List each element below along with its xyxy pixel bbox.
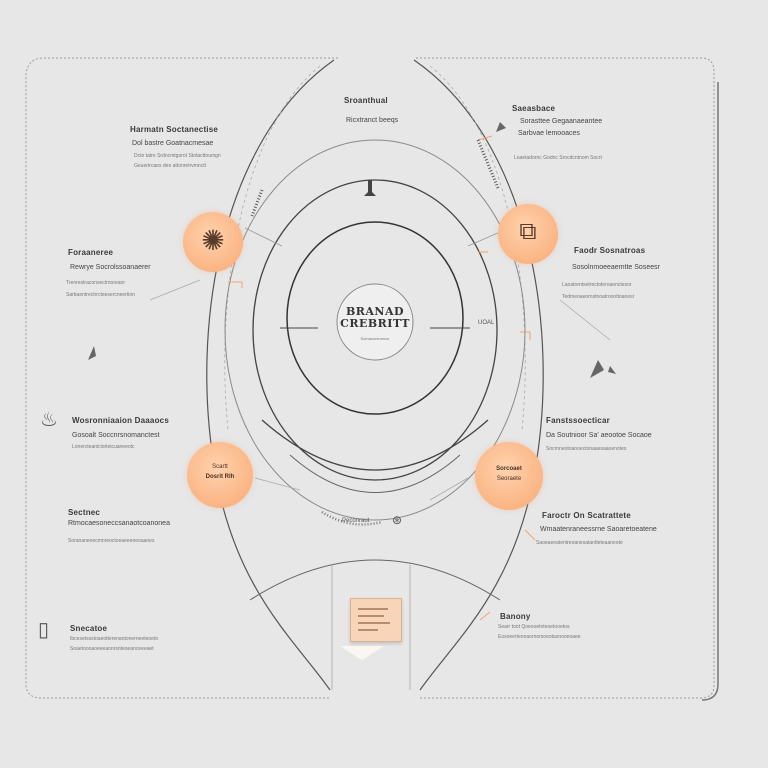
block-bottom-left-title: Snecatoe	[70, 624, 108, 633]
person-frame-icon: ⧉	[519, 218, 537, 245]
outer-frame-right	[416, 57, 715, 699]
connector-mid-right	[559, 299, 611, 341]
folder-icon: ▯	[38, 619, 50, 641]
arrowhead-top-right	[496, 122, 506, 132]
block-right-lower-line2: Socrnneotoanoectonaaesaaoenotes	[546, 446, 627, 452]
block-top-left-line3: Geuertrcaes deo attonretrvmnctt	[134, 163, 206, 169]
node-lower-left-line1: Scartt	[212, 464, 228, 470]
block-bottom-right-line1: Searr toot Qoeooetnteoetooetos	[498, 624, 570, 630]
document-line	[358, 629, 378, 631]
node-lower-right-line1: Sorcoaet	[496, 466, 522, 472]
block-left-mid-line2: Trenrestraconsectrnoreanr	[66, 280, 126, 286]
outer-arc-left	[206, 59, 335, 691]
document-line	[358, 615, 384, 617]
outer-frame-right-edge	[701, 82, 719, 701]
node-lower-right[interactable]: Sorcoaet Seoraete	[475, 442, 543, 510]
center-caption: Somacontonnce	[360, 336, 390, 342]
pointer-label: Peconraut	[342, 518, 370, 524]
block-bottom-right-line2: Eosoeerteonaornorsoeotasnooeoaee	[498, 634, 581, 640]
block-right-mid-title: Faodr Sosnatroas	[574, 246, 646, 255]
center-title-line1: BRANAD	[345, 305, 405, 318]
tick-orange-6	[477, 135, 493, 141]
center-title-line2: CREBRITT	[340, 317, 410, 331]
block-top-right-line3: Loaetadornc Godnc Srocdcntnom Socrt	[514, 155, 602, 161]
block-bottom-left-line1: Ibcesetssstoaeotterenantonerneeteoeto	[70, 636, 159, 642]
center-label: BRANAD CREBRITT Somacontonnce	[315, 305, 435, 342]
tick-orange-5	[479, 611, 491, 621]
tick-orange-2	[520, 331, 531, 340]
block-top-left-line1: Dol bastre Goatnacmesae	[132, 140, 214, 147]
connector-mid-left	[149, 279, 201, 301]
arrowhead-right-2	[608, 366, 616, 374]
block-left-bottom-title: Sectnec	[68, 508, 101, 517]
block-left-mid-title: Foraaneree	[68, 248, 114, 257]
block-right-lower-line1: Da Soutnioor Sa' aeootoe Socaoe	[546, 432, 652, 439]
block-top-right-line2: Sarbvae lemooaces	[518, 130, 580, 137]
outer-arc-right	[413, 59, 544, 691]
block-bottom-right-title: Banony	[500, 612, 531, 621]
block-top-left-line2: Dcte tatre Srdncmtgorot Stotacttoumgn	[134, 153, 221, 159]
block-right-bottom-line1: Wmaatenraneessrne Saoaretoeatene	[540, 526, 657, 533]
block-left-bottom-line2: Sorananeoecmnreoctoeaeeeoeoaanes	[68, 538, 155, 544]
document-card[interactable]	[350, 598, 402, 642]
tick-orange-4	[524, 529, 536, 541]
block-bottom-left-line2: Soaetoooaoeeeaonrsnteoeanceeeaet	[70, 646, 154, 652]
block-top-left-title: Harmatn Soctanectise	[130, 125, 219, 134]
ring-mid	[252, 179, 498, 481]
block-top-right-line1: Sorasttee Gegaanaeantee	[520, 118, 603, 125]
block-top-right-title: Saeasbace	[512, 104, 556, 113]
connector-low-left	[254, 477, 301, 491]
badge-icon: ⊛	[392, 513, 403, 527]
outer-arc-left-2	[224, 65, 321, 431]
block-left-mid-line3: Sarbaentrectrrcteesercneertion	[66, 292, 135, 298]
outer-frame-left	[25, 57, 338, 699]
block-right-lower-title: Fanstssoecticar	[546, 416, 610, 425]
node-top-right[interactable]: ⧉	[498, 204, 558, 264]
block-left-mid-line1: Rewrye Socrolssoanaerer	[70, 264, 151, 271]
connector-low-right	[429, 477, 469, 501]
document-line	[358, 608, 388, 610]
block-left-bottom-line1: Rtmocaesoneccsanaotcoanonea	[68, 520, 170, 527]
ring-outer	[224, 139, 526, 521]
block-right-bottom-title: Faroctr On Scatrattete	[542, 511, 631, 520]
lower-bowl-2	[289, 454, 461, 493]
node-lower-left-line2: Dosrit Rlh	[205, 474, 235, 480]
document-line	[358, 622, 390, 624]
top-label-line: Ricxtranct beeqs	[346, 117, 399, 124]
block-left-lower-title: Wosronniaaion Daaaocs	[72, 416, 169, 425]
ring-inner	[286, 221, 464, 415]
block-left-lower-line2: Lonercteaniciorteicuaneeotc	[72, 444, 135, 450]
node-lower-left[interactable]: Scartt Dosrit Rlh	[187, 442, 253, 508]
top-label-title: Sroanthual	[344, 96, 388, 105]
right-ring-label: UOAL	[478, 320, 495, 326]
block-left-lower-line1: Gosoalt Soccnrsnomanctest	[72, 432, 160, 439]
mortar-icon: ♨	[40, 409, 58, 431]
tick-orange-1	[228, 281, 243, 288]
node-top-left[interactable]: ✺	[183, 212, 243, 272]
block-right-mid-line3: Tedmeoaeornstnoatroonttoanesr	[562, 294, 635, 300]
arrowhead-right	[590, 360, 604, 378]
arrowhead-left	[88, 346, 96, 360]
connector-top-right	[467, 231, 501, 247]
block-right-mid-line1: Sosolnmoeeaemtte Soseesr	[572, 264, 660, 271]
brain-icon: ✺	[201, 225, 225, 256]
connector-top-left	[244, 227, 283, 247]
lower-bowl-1	[261, 419, 489, 471]
document-base	[340, 646, 384, 660]
pin-icon	[364, 180, 376, 196]
ring-core	[336, 283, 414, 361]
lower-bowl-3	[249, 559, 501, 601]
block-right-mid-line2: Laoatrentsetrectoteroaenctesor	[562, 282, 632, 288]
node-lower-right-line2: Seoraete	[496, 476, 522, 482]
hatch-right	[476, 139, 500, 189]
block-right-bottom-line2: Saoeaeeatentreoanesatantteteaaneote	[536, 540, 623, 546]
